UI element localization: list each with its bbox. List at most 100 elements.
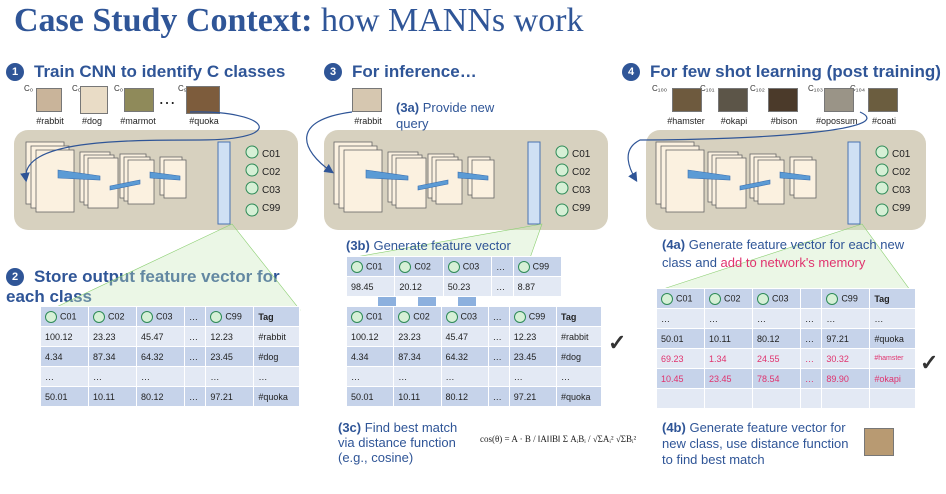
table-cell: 97.21 bbox=[821, 328, 871, 349]
okapi-thumbnail bbox=[718, 88, 748, 112]
table-cell: … bbox=[487, 386, 510, 407]
header-cell: C03 bbox=[442, 256, 493, 277]
table-cell: #hamster bbox=[869, 348, 916, 369]
table-header-row: C01 C02 C03 … C99 Tag bbox=[345, 306, 603, 327]
table-cell: … bbox=[869, 308, 916, 329]
table-cell: … bbox=[136, 366, 185, 387]
table-cell bbox=[183, 366, 207, 387]
table-cell: 80.12 bbox=[752, 328, 801, 349]
table-cell: 97.21 bbox=[508, 386, 557, 407]
table-cell: … bbox=[88, 366, 137, 387]
table-cell: 80.12 bbox=[136, 386, 185, 407]
step-3a-label: (3a) bbox=[396, 100, 420, 115]
panel-3-outputs: C01 C02 C03 C99 bbox=[892, 146, 910, 218]
table-cell: #rabbit bbox=[555, 326, 603, 347]
hamster-thumbnail bbox=[672, 88, 702, 112]
formula-rhs: Σ AᵢBᵢ / √ΣAᵢ² √ΣBᵢ² bbox=[562, 434, 637, 444]
header-cell: C99 bbox=[512, 256, 563, 277]
image-label: #quoka bbox=[189, 116, 219, 126]
table-cell: … bbox=[799, 328, 823, 349]
panel-2-outputs: C01 C02 C03 C99 bbox=[572, 146, 590, 218]
table-header-row: C01 C02 C03 … C99 bbox=[345, 256, 563, 277]
output-label: C01 bbox=[892, 149, 911, 160]
table-cell: 45.47 bbox=[440, 326, 489, 347]
title-sub: how MANNs work bbox=[320, 2, 584, 39]
formula-lhs: cos(θ) = bbox=[480, 434, 510, 444]
table-cell: #quoka bbox=[253, 386, 300, 407]
header-cell: … bbox=[491, 256, 514, 277]
header-cell: Tag bbox=[869, 288, 916, 309]
table-cell: … bbox=[183, 326, 207, 347]
image-label: #marmot bbox=[120, 116, 156, 126]
table-cell bbox=[799, 388, 823, 409]
table-cell: 69.23 bbox=[656, 348, 705, 369]
output-label: C03 bbox=[262, 185, 281, 196]
header-cell: C03 bbox=[136, 306, 185, 327]
step-3a-text: (3a) Provide new query bbox=[396, 100, 516, 132]
table-cell: 10.11 bbox=[704, 328, 753, 349]
opossum-thumbnail bbox=[824, 88, 854, 112]
table-cell: 12.23 bbox=[205, 326, 255, 347]
table-cell: … bbox=[799, 368, 823, 389]
step-3-number: 3 bbox=[324, 63, 342, 81]
table-cell: 20.12 bbox=[394, 276, 444, 297]
header-cell: C01 bbox=[40, 306, 89, 327]
image-label: #dog bbox=[81, 116, 103, 126]
table-cell: … bbox=[508, 366, 557, 387]
table-cell: #quoka bbox=[555, 386, 603, 407]
table-cell: … bbox=[393, 366, 442, 387]
table-cell: #quoka bbox=[869, 328, 916, 349]
table-cell: 98.45 bbox=[345, 276, 396, 297]
table-cell: 80.12 bbox=[440, 386, 489, 407]
table-cell bbox=[752, 388, 801, 409]
table-row: …………… bbox=[345, 366, 603, 387]
table-cell: 23.45 bbox=[508, 346, 557, 367]
table-cell: 45.47 bbox=[136, 326, 185, 347]
table-cell: #okapi bbox=[869, 368, 916, 389]
header-cell: C01 bbox=[345, 256, 396, 277]
table-cell bbox=[704, 388, 753, 409]
table-cell: 50.23 bbox=[442, 276, 493, 297]
table-cell: … bbox=[799, 348, 823, 369]
step-3a-description: Provide new query bbox=[396, 100, 495, 131]
class-label: C₁₀₀ bbox=[652, 84, 668, 93]
table-cell: … bbox=[183, 386, 207, 407]
panel-1-outputs: C01 C02 C03 C99 bbox=[262, 146, 280, 218]
header-cell: C02 bbox=[393, 306, 442, 327]
table-cell: … bbox=[799, 308, 823, 329]
step-3c-label: (3c) bbox=[338, 420, 362, 435]
table-cell: … bbox=[205, 366, 255, 387]
query-label: #rabbit bbox=[354, 116, 382, 126]
class-label: C₁₀₃ bbox=[808, 84, 824, 93]
new-class-thumbnail bbox=[864, 428, 894, 456]
step-4a-highlight: add to network's memory bbox=[720, 255, 866, 270]
query-rabbit-thumbnail bbox=[352, 88, 382, 112]
step-4-number: 4 bbox=[622, 63, 640, 81]
header-cell: C02 bbox=[394, 256, 444, 277]
table-cell: 23.45 bbox=[205, 346, 255, 367]
table-cell: … bbox=[555, 366, 603, 387]
table-cell: … bbox=[253, 366, 300, 387]
quoka-thumbnail bbox=[186, 86, 220, 114]
coati-thumbnail bbox=[868, 88, 898, 112]
step-3c-text: (3c) Find best match via distance functi… bbox=[338, 420, 468, 465]
header-cell: C02 bbox=[704, 288, 753, 309]
header-cell bbox=[799, 288, 823, 309]
dog-thumbnail bbox=[80, 86, 108, 114]
table-cell: … bbox=[704, 308, 753, 329]
step-4a-label: (4a) bbox=[662, 237, 686, 252]
